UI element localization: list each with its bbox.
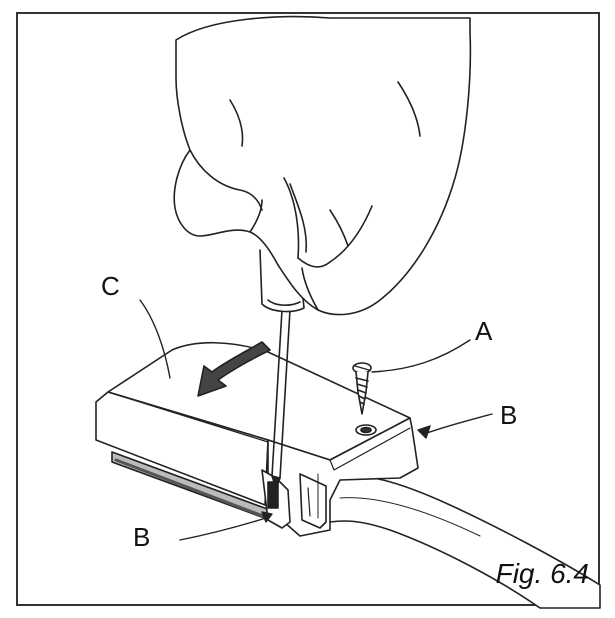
- hand: [173, 15, 472, 316]
- arrowhead-b-bottom: [261, 511, 273, 523]
- leader-a: [371, 339, 471, 373]
- figure-frame: [16, 12, 600, 606]
- figure-caption: Fig. 6.4: [495, 558, 589, 589]
- leader-c: [139, 299, 171, 379]
- label-c: C: [101, 271, 120, 301]
- cable: [329, 474, 601, 609]
- plug-body: [95, 341, 419, 537]
- screw: [352, 362, 372, 415]
- arrowhead-b-right: [417, 425, 431, 439]
- label-a: A: [475, 316, 493, 346]
- leader-b-bottom: [179, 517, 267, 541]
- leader-lines: [139, 299, 493, 541]
- leader-b-right: [423, 413, 493, 435]
- rotation-arrow: [197, 341, 271, 397]
- label-b-right: B: [500, 400, 518, 430]
- label-b-bottom: B: [133, 522, 151, 552]
